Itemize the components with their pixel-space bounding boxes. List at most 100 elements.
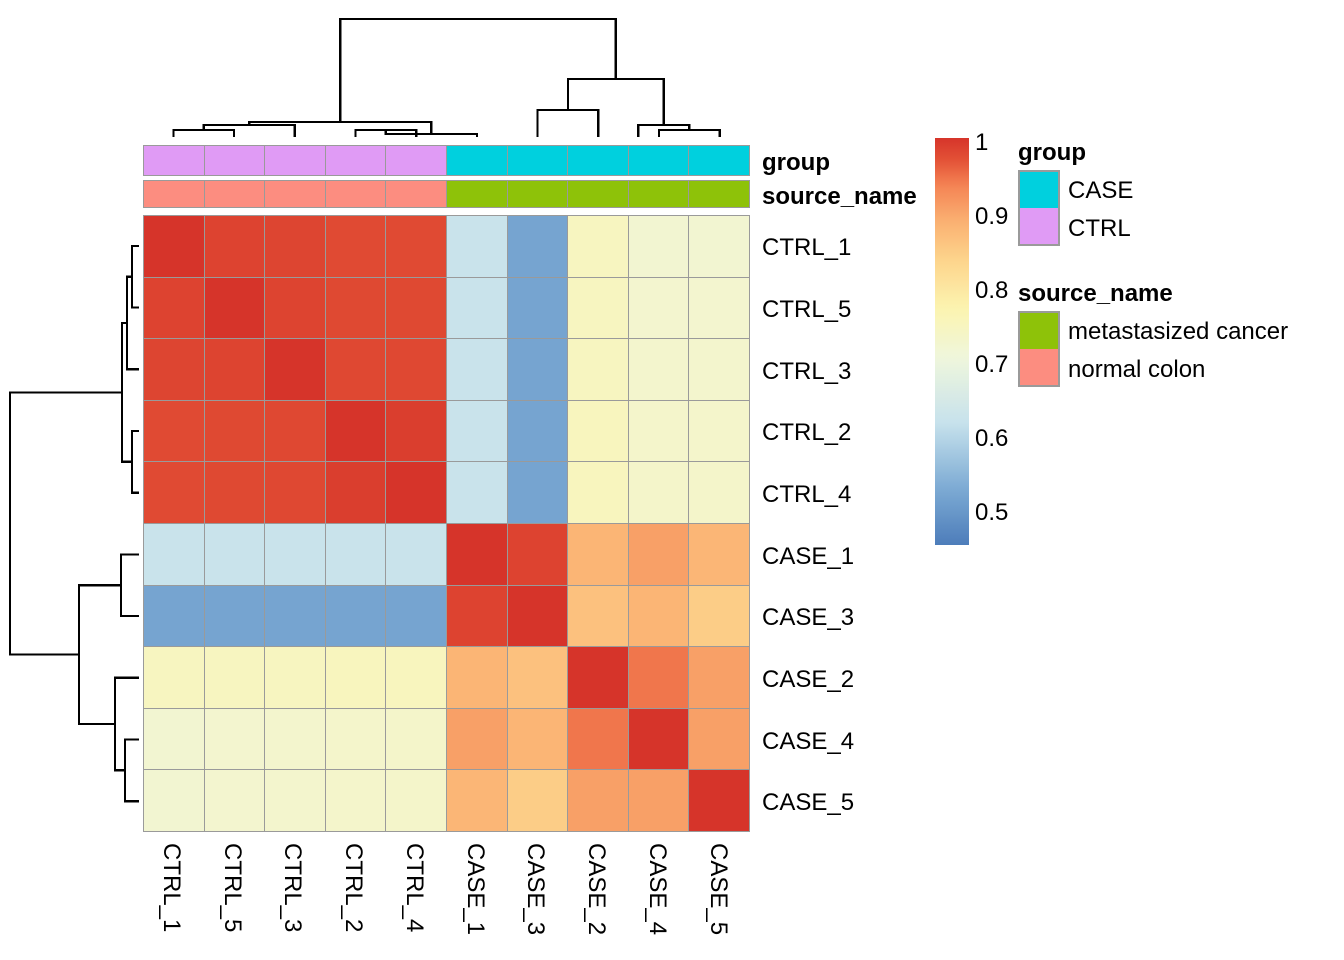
legend-entry-ctrl: CTRL: [1068, 215, 1131, 242]
heatmap-cell: [446, 523, 507, 585]
heatmap-cell: [265, 400, 325, 462]
annotation-cell-group: [568, 146, 628, 175]
heatmap-cell: [628, 462, 689, 523]
heatmap-cell: [144, 585, 204, 647]
legend-entry-case: CASE: [1068, 177, 1134, 204]
annotation-cell-group: [204, 146, 265, 175]
heatmap-cell: [386, 339, 446, 400]
heatmap-cell: [386, 770, 446, 831]
heatmap-cell: [204, 523, 265, 585]
heatmap-cell: [568, 277, 628, 339]
annotation-cell-source-name: [325, 181, 386, 207]
column-label: CASE_4: [644, 843, 671, 936]
annotation-cell-group: [144, 146, 204, 175]
heatmap-cell: [265, 708, 325, 770]
heatmap-cell: [446, 708, 507, 770]
heatmap-cell: [446, 400, 507, 462]
heatmap-cell: [689, 277, 749, 339]
heatmap-cell: [507, 770, 568, 831]
column-label: CTRL_3: [279, 843, 306, 933]
annotation-label-group: group: [762, 149, 830, 176]
heatmap-cell: [386, 647, 446, 708]
legend-swatchbox-group: [1018, 170, 1060, 246]
legend-entry-metastasized-cancer: metastasized cancer: [1068, 318, 1289, 345]
heatmap-cell: [446, 770, 507, 831]
row-label: CASE_2: [762, 666, 855, 693]
heatmap-cell: [325, 216, 386, 277]
row-dendrogram: [4, 215, 143, 832]
heatmap-cell: [144, 339, 204, 400]
heatmap-cell: [689, 647, 749, 708]
heatmap-cell: [144, 647, 204, 708]
annotation-cell-source-name: [144, 181, 204, 207]
heatmap-cell: [507, 585, 568, 647]
column-label: CASE_3: [522, 843, 549, 936]
column-label: CTRL_5: [219, 843, 246, 933]
legend-swatch-ctrl: [1020, 208, 1058, 244]
heatmap-cell: [325, 523, 386, 585]
heatmap-cell: [265, 585, 325, 647]
heatmap-cell: [386, 216, 446, 277]
heatmap-cell: [689, 462, 749, 523]
heatmap-cell: [568, 400, 628, 462]
heatmap-cell: [507, 400, 568, 462]
heatmap-cell: [568, 585, 628, 647]
heatmap-cell: [144, 277, 204, 339]
heatmap-cell: [446, 462, 507, 523]
column-label: CASE_5: [705, 843, 732, 936]
legend-swatch-case: [1020, 172, 1058, 208]
row-label: CTRL_5: [762, 296, 852, 323]
heatmap-cell: [568, 647, 628, 708]
heatmap-cell: [144, 523, 204, 585]
annotation-cell-group: [507, 146, 568, 175]
annotation-cell-source-name: [689, 181, 749, 207]
heatmap-cell: [386, 462, 446, 523]
heatmap-cell: [507, 647, 568, 708]
heatmap-cell: [325, 708, 386, 770]
heatmap-cell: [204, 277, 265, 339]
heatmap-cell: [628, 708, 689, 770]
heatmap-cell: [265, 277, 325, 339]
heatmap-cell: [628, 523, 689, 585]
row-label: CASE_1: [762, 543, 855, 570]
heatmap-cell: [325, 585, 386, 647]
heatmap-cell: [386, 277, 446, 339]
column-label: CTRL_4: [401, 843, 428, 933]
heatmap-cell: [446, 216, 507, 277]
annotation-cell-group: [689, 146, 749, 175]
heatmap-cell: [204, 770, 265, 831]
row-label: CTRL_4: [762, 481, 852, 508]
colorbar-tick-label: 0.8: [975, 277, 1009, 304]
heatmap-cell: [204, 339, 265, 400]
heatmap-cell: [568, 462, 628, 523]
colorbar-tick-label: 0.7: [975, 351, 1009, 378]
heatmap-cell: [507, 462, 568, 523]
heatmap-cell: [568, 216, 628, 277]
annotation-cell-group: [325, 146, 386, 175]
annotation-cell-group: [628, 146, 689, 175]
heatmap-cell: [265, 339, 325, 400]
annotation-cell-source-name: [386, 181, 446, 207]
heatmap-cell: [568, 770, 628, 831]
heatmap-cell: [568, 339, 628, 400]
heatmap-cell: [325, 770, 386, 831]
legend-entry-normal-colon: normal colon: [1068, 356, 1206, 383]
heatmap-cell: [628, 585, 689, 647]
heatmap-cell: [386, 523, 446, 585]
heatmap-cell: [204, 400, 265, 462]
heatmap-cell: [507, 339, 568, 400]
heatmap-cell: [628, 647, 689, 708]
legend-title-source-name: source_name: [1018, 280, 1173, 307]
heatmap-cell: [265, 523, 325, 585]
heatmap-grid: [143, 215, 750, 832]
annotation-cell-source-name: [628, 181, 689, 207]
column-label: CTRL_1: [158, 843, 185, 933]
row-label: CASE_4: [762, 728, 855, 755]
column-label: CASE_2: [583, 843, 610, 936]
annotation-cell-group: [386, 146, 446, 175]
heatmap-cell: [446, 647, 507, 708]
heatmap-cell: [689, 339, 749, 400]
annotation-cell-source-name: [265, 181, 325, 207]
annotation-track-group: [143, 145, 750, 176]
